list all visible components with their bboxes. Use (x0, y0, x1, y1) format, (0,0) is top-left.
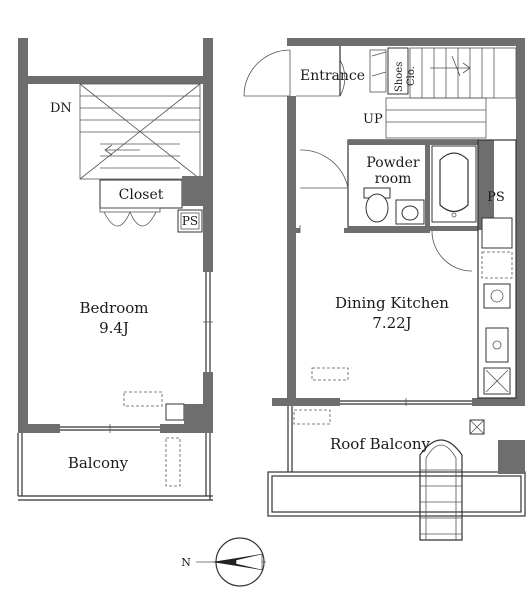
dk-east-wall (516, 38, 525, 406)
kitchen-counter (477, 139, 517, 399)
bedroom-label: Bedroom (80, 299, 149, 317)
closet-label: Closet (119, 187, 164, 203)
ps-box-left (177, 209, 203, 233)
dn-label: DN (50, 101, 72, 116)
dining-kitchen-label: Dining Kitchen (335, 294, 449, 312)
powder-room-label-2: room (375, 171, 412, 187)
roof-balcony-label: Roof Balcony (330, 435, 431, 453)
shoes-label-2: Clo. (406, 66, 417, 86)
right-unit: Entrance Shoes Clo. UP Powder room PS Di… (243, 38, 526, 541)
compass: N (181, 537, 266, 587)
shoes-label-1: Shoes (394, 62, 405, 92)
shoes-closet (387, 47, 409, 95)
north-label: N (181, 556, 191, 569)
balcony-left (17, 433, 213, 501)
ps-label-right: PS (487, 190, 505, 205)
powder-room-label-1: Powder (366, 155, 420, 171)
dining-kitchen-size: 7.22J (372, 314, 411, 332)
stair-up (385, 47, 517, 139)
bedroom-size: 9.4J (99, 319, 129, 337)
bedroom-east-wall (203, 38, 213, 433)
bedroom-north-wall (18, 76, 213, 84)
dk-west-wall (287, 38, 296, 406)
entrance-label: Entrance (300, 68, 365, 84)
balcony-label: Balcony (68, 454, 129, 472)
stair-down (79, 83, 201, 180)
roof-balcony (267, 406, 526, 541)
ps-label-left: PS (182, 214, 198, 228)
dk-north-wall (287, 38, 525, 46)
up-label: UP (363, 112, 383, 127)
left-unit: DN Closet PS Bedroom 9.4J Balcony (17, 38, 213, 501)
bedroom-west-wall (18, 38, 28, 433)
